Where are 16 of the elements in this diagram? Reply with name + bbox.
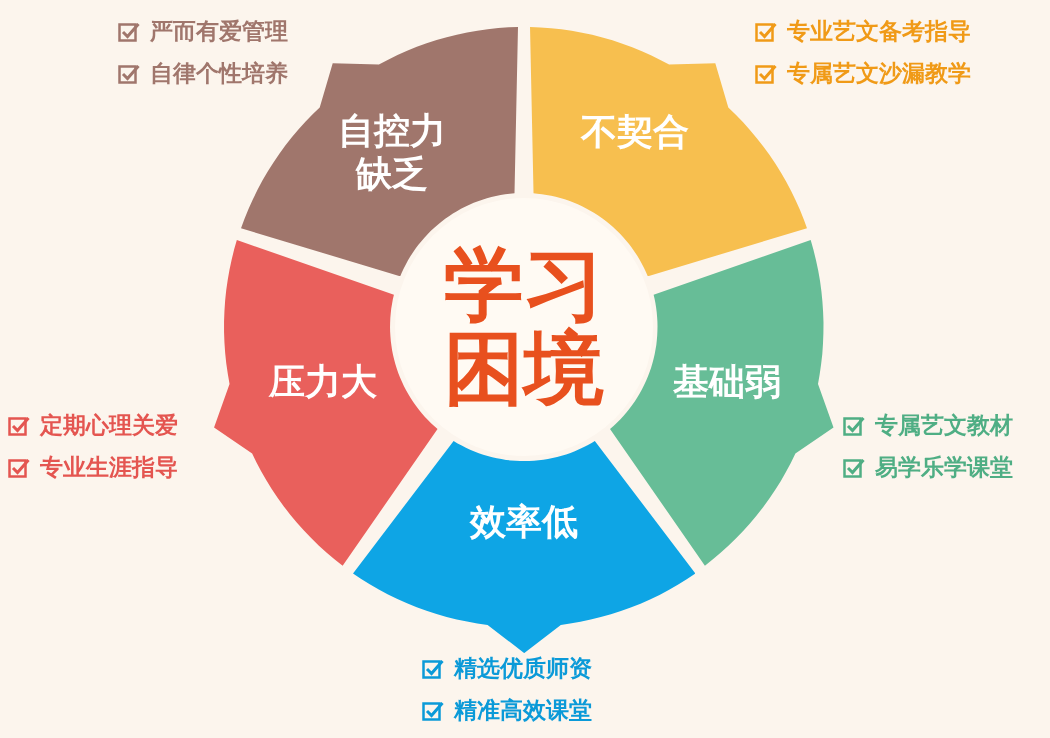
segment-label: 基础弱	[672, 360, 782, 404]
solution-text: 易学乐学课堂	[875, 453, 1013, 482]
solution-text: 专属艺文教材	[875, 411, 1013, 440]
solution-text: 专业生涯指导	[40, 453, 178, 482]
segment-label: 不契合	[579, 110, 690, 154]
solution-text: 严而有爱管理	[150, 17, 288, 46]
solution-text: 精选优质师资	[454, 654, 592, 683]
center-title: 学习困境	[443, 243, 605, 411]
segment-label: 压力大	[267, 360, 378, 404]
segment-label: 效率低	[468, 500, 579, 544]
solution-text: 定期心理关爱	[40, 411, 178, 440]
solution-text: 专业艺文备考指导	[787, 17, 971, 46]
segment-label: 自控力缺乏	[337, 108, 447, 196]
solution-text: 精准高效课堂	[454, 696, 592, 725]
solution-text: 专属艺文沙漏教学	[787, 59, 971, 88]
solution-text: 自律个性培养	[150, 59, 288, 88]
